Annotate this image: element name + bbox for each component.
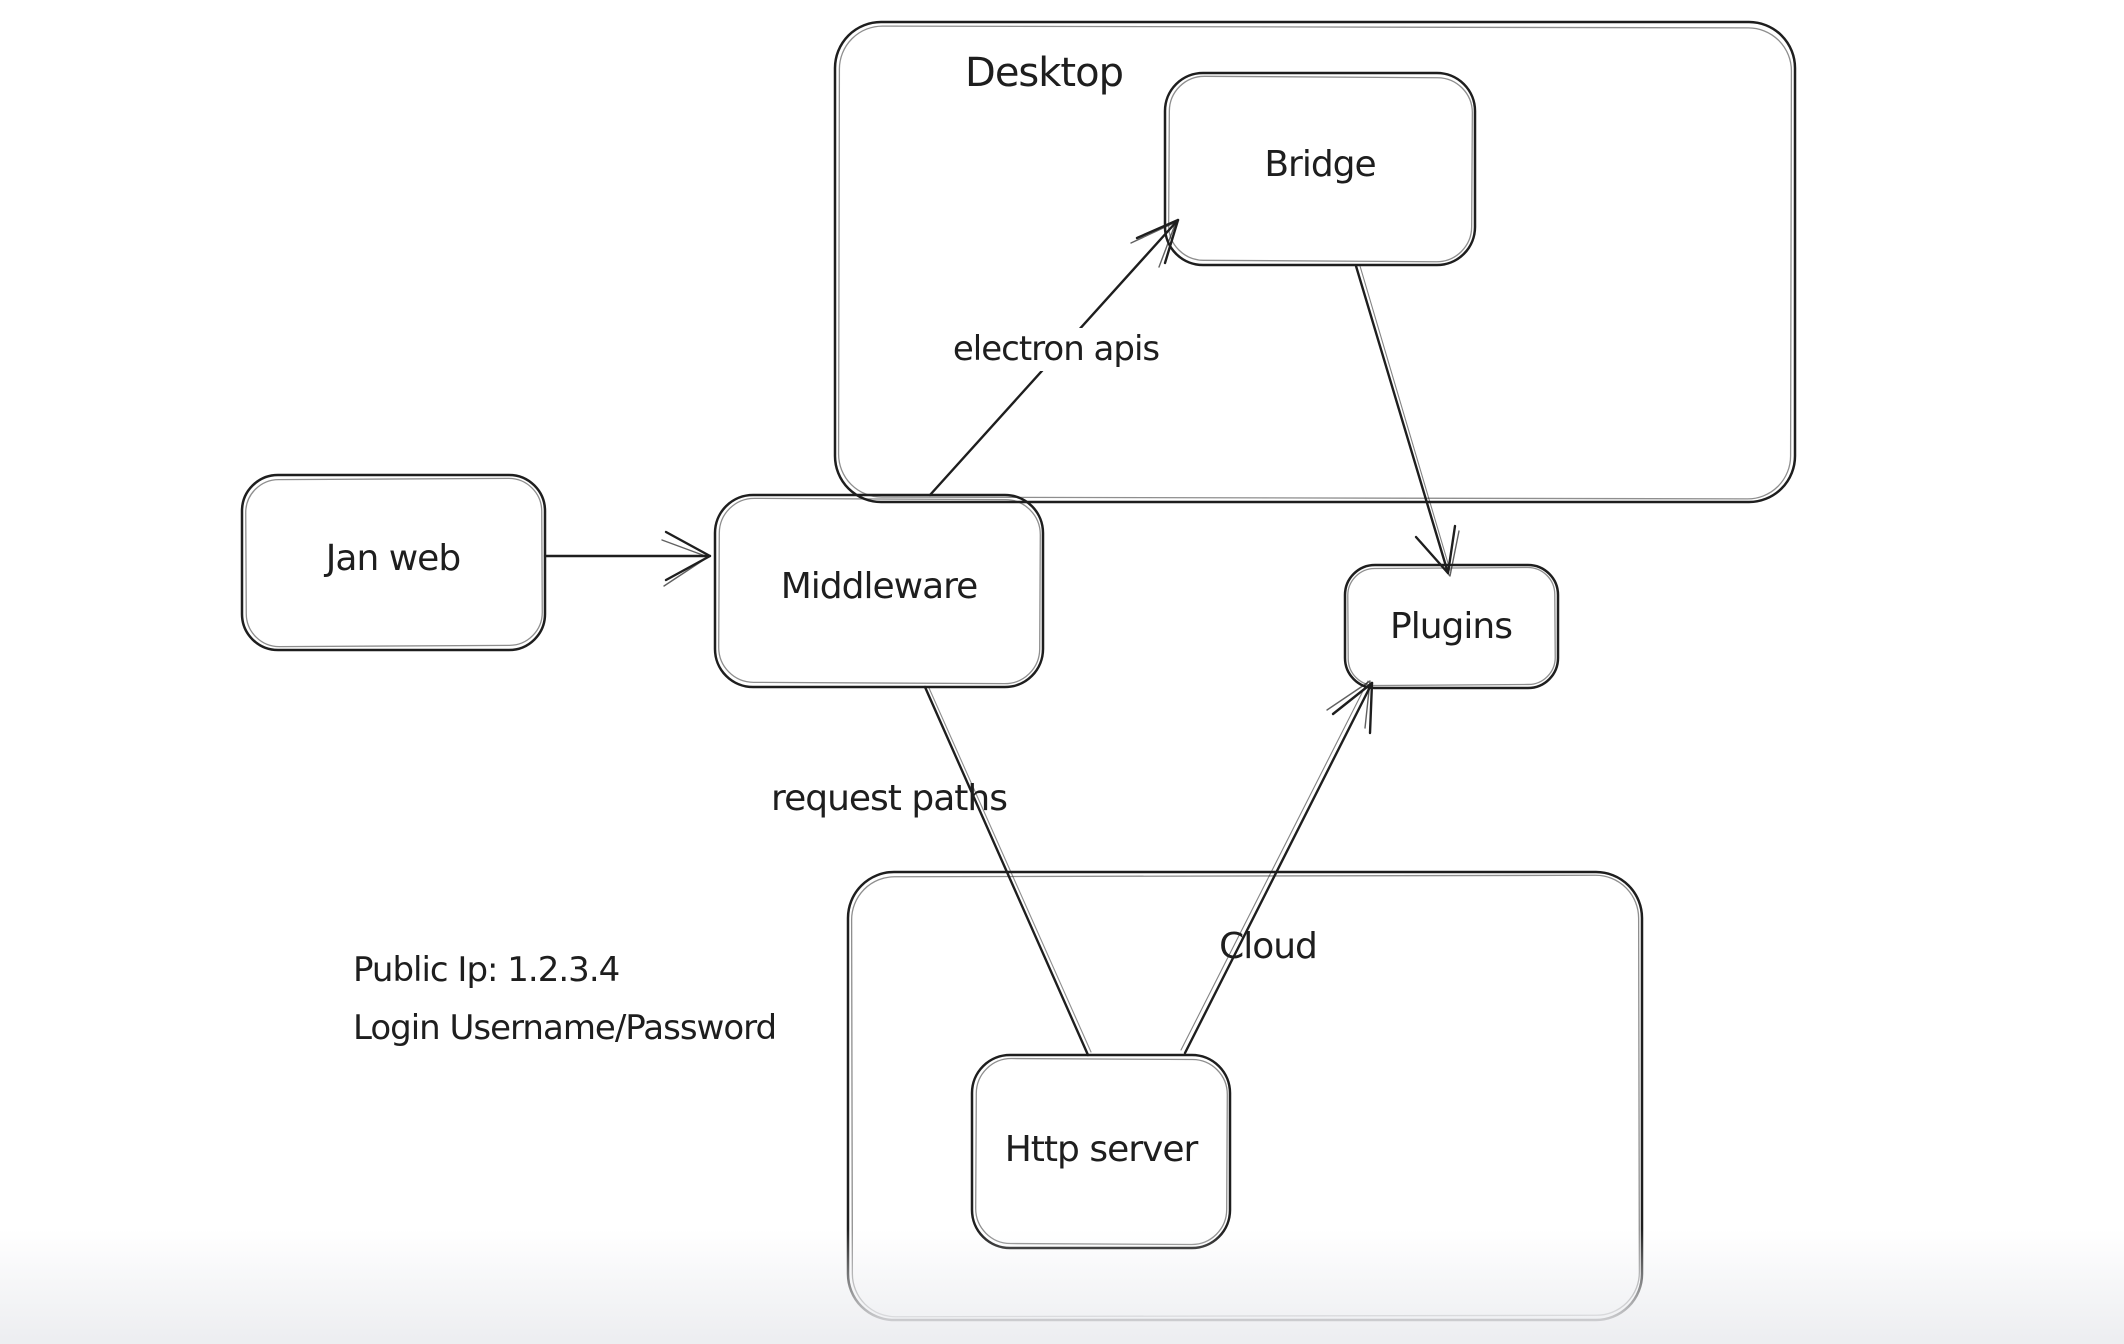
- bridge-node[interactable]: [1163, 71, 1477, 267]
- bridge-node-label[interactable]: Bridge: [1264, 144, 1376, 185]
- desktop-container-box-sketch: [837, 25, 1793, 500]
- public-ip-annotation[interactable]: Public Ip: 1.2.3.4: [353, 950, 620, 990]
- bridge-node-sketch: [1168, 75, 1473, 263]
- edge-janweb-middleware-arrowhead: [664, 530, 712, 582]
- edge-middleware-httpserver-sketch: [928, 687, 1092, 1053]
- desktop-container-box[interactable]: [833, 20, 1797, 504]
- electron-apis-edge-label[interactable]: electron apis: [940, 328, 1172, 372]
- jan-web-node[interactable]: [240, 473, 547, 652]
- edge-bridge-plugins-arrowhead-sketch: [1420, 530, 1460, 577]
- jan-web-node-sketch: [245, 477, 543, 648]
- edge-bridge-plugins[interactable]: [1354, 264, 1450, 575]
- jan-web-node-label[interactable]: Jan web: [325, 538, 461, 579]
- middleware-node[interactable]: [713, 493, 1045, 689]
- edge-middleware-bridge-arrowhead: [1135, 218, 1180, 265]
- desktop-container-label[interactable]: Desktop: [965, 50, 1124, 96]
- edge-bridge-plugins-sketch: [1359, 265, 1451, 571]
- middleware-node-label[interactable]: Middleware: [780, 566, 979, 607]
- http-server-node-label[interactable]: Http server: [1004, 1129, 1199, 1170]
- plugins-node-label[interactable]: Plugins: [1390, 606, 1513, 647]
- edge-httpserver-plugins-sketch: [1180, 680, 1369, 1051]
- edge-janweb-middleware-arrowhead-sketch: [661, 539, 709, 587]
- request-paths-edge-label[interactable]: request paths: [771, 778, 1008, 819]
- middleware-node-sketch: [718, 497, 1041, 685]
- edge-middleware-httpserver[interactable]: [923, 685, 1090, 1057]
- cloud-container-label[interactable]: Cloud: [1219, 926, 1318, 967]
- edge-httpserver-plugins[interactable]: [1183, 681, 1374, 1055]
- edge-middleware-bridge-arrowhead-sketch: [1130, 221, 1177, 268]
- edge-httpserver-plugins-arrowhead: [1331, 681, 1374, 735]
- login-annotation[interactable]: Login Username/Password: [353, 1008, 777, 1048]
- edge-httpserver-plugins-arrowhead-sketch: [1326, 680, 1371, 729]
